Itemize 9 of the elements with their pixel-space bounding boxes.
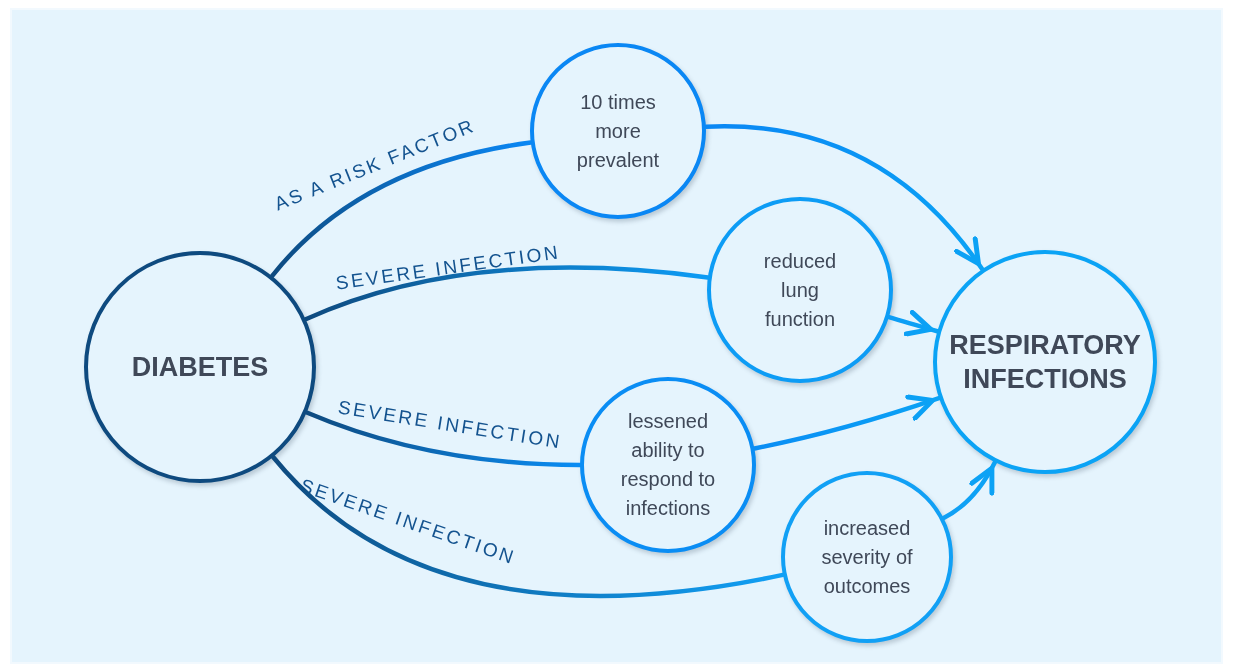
node-label: RESPIRATORY INFECTIONS bbox=[948, 329, 1142, 396]
connector-arrow bbox=[941, 459, 998, 521]
node-label: increased severity of outcomes bbox=[820, 515, 914, 599]
node-label: 10 times more prevalent bbox=[575, 89, 661, 173]
edge-label: SEVERE INFECTION bbox=[334, 241, 562, 295]
node-label: reduced lung function bbox=[762, 248, 838, 332]
node-label: lessened ability to respond to infections bbox=[619, 409, 717, 521]
node-label: DIABETES bbox=[131, 351, 269, 384]
edge-label: SEVERE INFECTION bbox=[336, 396, 564, 454]
